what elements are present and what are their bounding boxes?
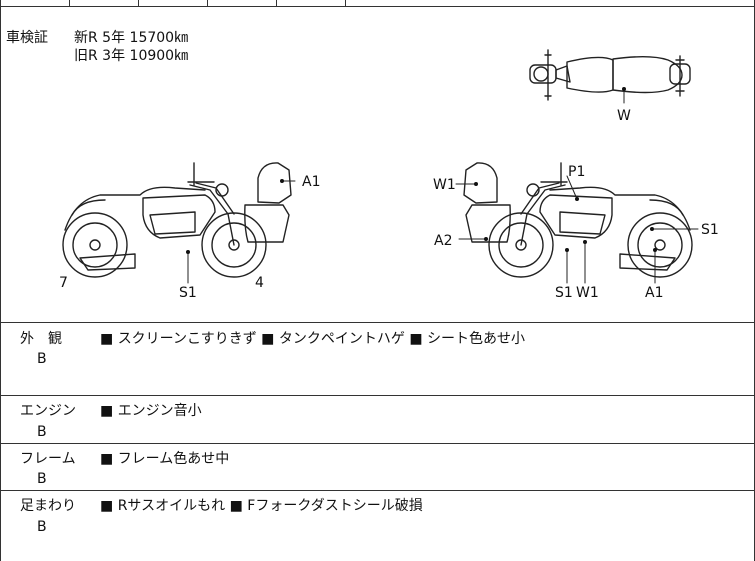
section-title-frame: フレーム (20, 451, 76, 467)
mark-right-p1: P1 (568, 164, 586, 180)
section-grade-exterior: B (37, 351, 47, 367)
section-divider (0, 490, 755, 491)
section-grade-engine: B (37, 424, 47, 440)
note-item: シート色あせ小 (427, 331, 525, 347)
note-item: フレーム色あせ中 (117, 451, 230, 467)
mark-top-w: W (617, 108, 631, 124)
bullet-square-icon: ■ (229, 498, 243, 514)
mark-right-a1: A1 (645, 285, 664, 301)
note-item: スクリーンこすりきず (117, 331, 257, 347)
header-row-border (0, 6, 755, 7)
mark-right-a2: A2 (434, 233, 453, 249)
section-divider (0, 322, 755, 323)
mark-left-4: 4 (255, 275, 264, 291)
header-divider (138, 0, 139, 6)
mark-right-w1-lower: W1 (576, 285, 599, 301)
top-view-drawing (529, 49, 691, 104)
registration-new: 新R 5年 15700㎞ (74, 30, 189, 46)
bullet-square-icon: ■ (261, 331, 275, 347)
section-grade-suspension: B (37, 519, 47, 535)
bullet-square-icon: ■ (100, 403, 114, 419)
mark-left-7: 7 (59, 275, 68, 291)
bullet-square-icon: ■ (100, 498, 114, 514)
mark-left-s1: S1 (179, 285, 197, 301)
note-item: Rサスオイルもれ (117, 498, 226, 514)
header-divider (276, 0, 277, 6)
section-notes-frame: ■ フレーム色あせ中 (100, 450, 229, 468)
section-divider (0, 443, 755, 444)
section-notes-exterior: ■ スクリーンこすりきず ■ タンクペイントハゲ ■ シート色あせ小 (100, 330, 525, 348)
right-side-drawing (455, 162, 699, 284)
header-divider (345, 0, 346, 6)
mark-left-a1: A1 (302, 174, 321, 190)
mark-right-w1: W1 (433, 177, 456, 193)
bullet-square-icon: ■ (409, 331, 423, 347)
note-item: タンクペイントハゲ (278, 331, 405, 347)
bullet-square-icon: ■ (100, 331, 114, 347)
section-notes-suspension: ■ Rサスオイルもれ ■ Fフォークダストシール破損 (100, 497, 423, 515)
left-side-drawing (62, 162, 296, 284)
header-divider (207, 0, 208, 6)
header-divider (69, 0, 70, 6)
note-item: Fフォークダストシール破損 (247, 498, 423, 514)
bullet-square-icon: ■ (100, 451, 114, 467)
note-item: エンジン音小 (117, 403, 202, 419)
motorcycle-diagram (62, 49, 699, 284)
section-grade-frame: B (37, 471, 47, 487)
registration-label: 車検証 (6, 30, 48, 46)
section-title-exterior: 外 観 (20, 331, 62, 347)
section-notes-engine: ■ エンジン音小 (100, 402, 202, 420)
section-divider (0, 395, 755, 396)
section-title-engine: エンジン (20, 403, 76, 419)
left-border (0, 0, 1, 561)
mark-right-s1: S1 (555, 285, 573, 301)
registration-old: 旧R 3年 10900㎞ (74, 48, 189, 64)
mark-right-s1-rear: S1 (701, 222, 719, 238)
section-title-suspension: 足まわり (20, 498, 76, 514)
